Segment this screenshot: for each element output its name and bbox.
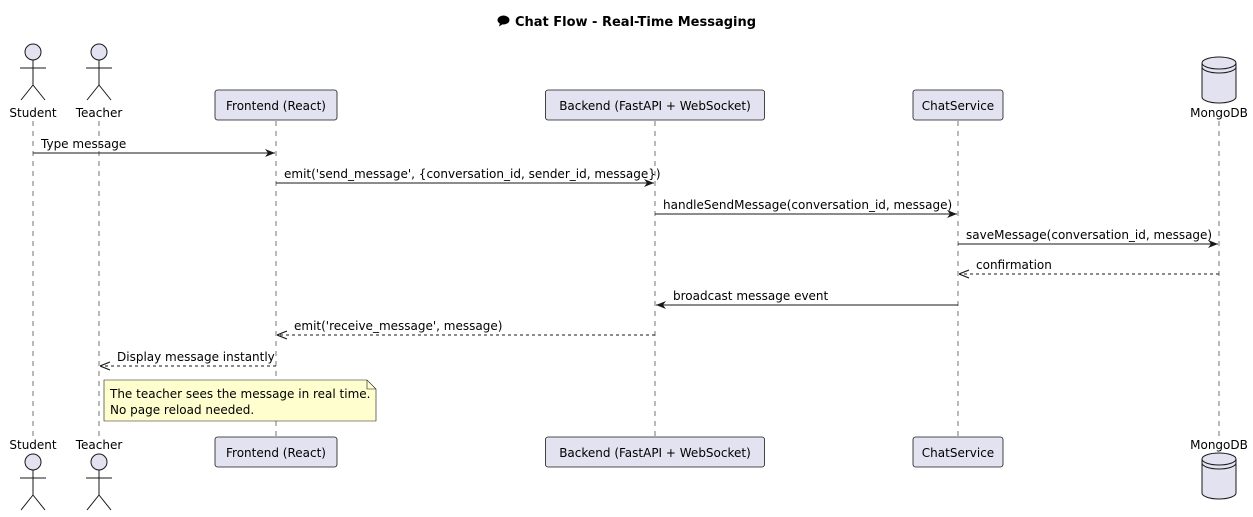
participant-student-top: Student (9, 43, 57, 120)
message-label: saveMessage(conversation_id, message) (966, 228, 1212, 242)
note: The teacher sees the message in real tim… (103, 379, 377, 422)
participant-label: Backend (FastAPI + WebSocket) (559, 99, 751, 113)
actor-head-icon (24, 43, 42, 61)
participant-label: ChatService (922, 446, 994, 460)
participant-box (912, 436, 1004, 468)
participant-chatservice-bottom: ChatService (912, 436, 1004, 468)
actor-body-icon (86, 470, 112, 511)
message-6: broadcast message event (656, 289, 958, 309)
participant-label: ChatService (922, 99, 994, 113)
participant-box (545, 89, 765, 121)
speech-bubble-icon (497, 15, 510, 30)
participant-chatservice-top: ChatService (912, 89, 1004, 121)
note-box (103, 379, 377, 422)
message-label: confirmation (976, 258, 1052, 272)
actor-label: Teacher (75, 106, 123, 120)
participant-backend-bottom: Backend (FastAPI + WebSocket) (545, 436, 765, 468)
participant-mongodb-bottom: MongoDB (1190, 438, 1248, 500)
actor-head-icon (90, 453, 108, 471)
database-label: MongoDB (1190, 438, 1248, 452)
message-7: emit('receive_message', message) (277, 319, 655, 335)
actor-body-icon (20, 60, 46, 101)
participant-box (214, 89, 338, 121)
participant-teacher-top: Teacher (75, 43, 123, 120)
participant-label: Frontend (React) (226, 446, 326, 460)
participant-box (545, 436, 765, 468)
note-line: The teacher sees the message in real tim… (109, 387, 370, 401)
message-label: Type message (40, 137, 126, 151)
actor-label: Teacher (75, 438, 123, 452)
participant-label: Backend (FastAPI + WebSocket) (559, 446, 751, 460)
participant-label: Frontend (React) (226, 99, 326, 113)
note-line: No page reload needed. (110, 403, 254, 417)
actor-label: Student (9, 106, 57, 120)
participant-student-bottom: Student (9, 438, 57, 511)
actor-head-icon (90, 43, 108, 61)
message-label: Display message instantly (117, 350, 275, 364)
message-2: emit('send_message', {conversation_id, s… (276, 167, 661, 187)
message-label: handleSendMessage(conversation_id, messa… (663, 198, 952, 212)
participant-teacher-bottom: Teacher (75, 438, 123, 511)
participant-box (214, 436, 338, 468)
message-label: broadcast message event (673, 289, 829, 303)
message-4: saveMessage(conversation_id, message) (958, 228, 1218, 248)
message-5: confirmation (959, 258, 1219, 274)
participant-mongodb-top: MongoDB (1190, 56, 1248, 120)
database-label: MongoDB (1190, 106, 1248, 120)
message-3: handleSendMessage(conversation_id, messa… (655, 198, 957, 218)
message-label: emit('send_message', {conversation_id, s… (284, 167, 661, 181)
participant-frontend-bottom: Frontend (React) (214, 436, 338, 468)
message-8: Display message instantly (100, 350, 276, 366)
actor-head-icon (24, 453, 42, 471)
diagram-title-text: Chat Flow - Real-Time Messaging (514, 15, 757, 30)
participant-backend-top: Backend (FastAPI + WebSocket) (545, 89, 765, 121)
message-label: emit('receive_message', message) (294, 319, 502, 333)
actor-body-icon (20, 470, 46, 511)
actor-label: Student (9, 438, 57, 452)
participant-frontend-top: Frontend (React) (214, 89, 338, 121)
message-1: Type message (33, 137, 275, 157)
participant-box (912, 89, 1004, 121)
diagram-title: Chat Flow - Real-Time Messaging (0, 15, 1253, 30)
actor-body-icon (86, 60, 112, 101)
